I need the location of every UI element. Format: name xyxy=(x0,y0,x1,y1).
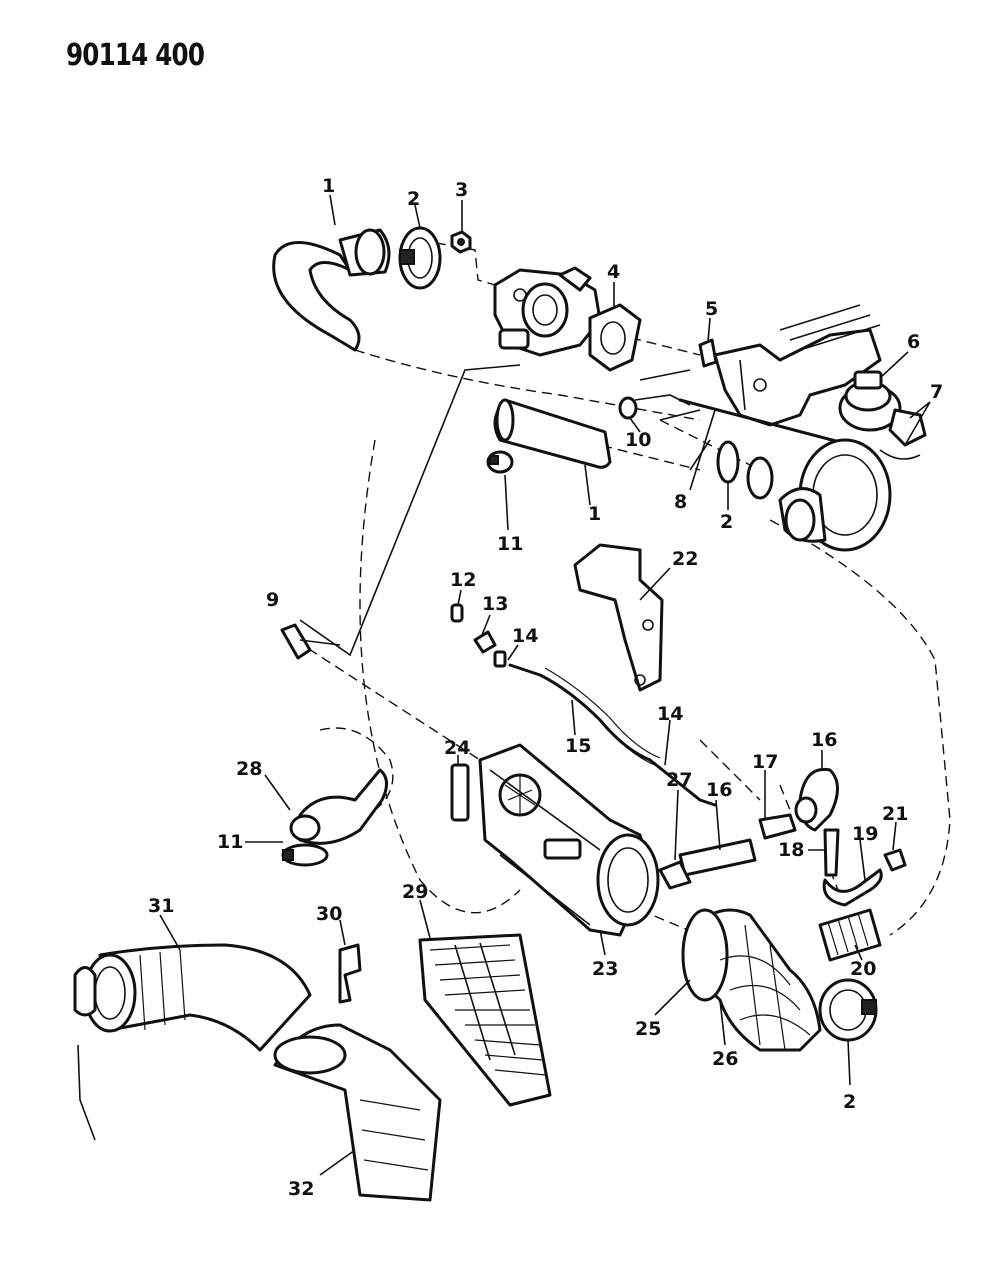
callout-23: 23 xyxy=(592,958,618,980)
callout-2c: 2 xyxy=(843,1091,856,1113)
hose-elbow xyxy=(281,768,388,867)
vacuum-motor xyxy=(838,370,927,460)
callout-15: 15 xyxy=(565,735,591,757)
leader-9 xyxy=(299,364,521,657)
callout-1: 1 xyxy=(322,175,335,197)
callout-2b: 2 xyxy=(720,511,733,533)
callout-8: 8 xyxy=(674,491,687,513)
clamp-lid xyxy=(689,439,774,500)
clamp-small xyxy=(486,450,514,474)
air-cleaner-housing xyxy=(478,743,660,937)
callout-3: 3 xyxy=(455,179,468,201)
grommet xyxy=(618,369,701,421)
air-snorkel xyxy=(273,1023,442,1202)
callout-5: 5 xyxy=(705,298,718,320)
callout-25: 25 xyxy=(635,1018,661,1040)
callout-12: 12 xyxy=(450,569,476,591)
callout-28: 28 xyxy=(236,758,262,780)
hose-lower xyxy=(493,398,612,469)
callout-10: 10 xyxy=(625,429,651,451)
callout-32: 32 xyxy=(288,1178,314,1200)
heat-tube xyxy=(508,663,717,807)
clamp-upper xyxy=(398,226,442,290)
callout-14b: 14 xyxy=(657,703,683,725)
callout-11: 11 xyxy=(497,533,523,555)
callout-9: 9 xyxy=(266,589,279,611)
document-id: 90114 400 xyxy=(66,38,205,73)
callout-30: 30 xyxy=(316,903,342,925)
callout-27: 27 xyxy=(666,769,692,791)
callout-1b: 1 xyxy=(588,503,601,525)
duct-clip xyxy=(338,943,362,1004)
clamp-large xyxy=(818,978,878,1042)
clip xyxy=(883,848,907,872)
rod-clip xyxy=(280,623,341,660)
callout-19: 19 xyxy=(852,823,878,845)
callout-20: 20 xyxy=(850,958,876,980)
callout-16b: 16 xyxy=(706,779,732,801)
mount-bracket xyxy=(573,543,664,692)
callout-7: 7 xyxy=(930,381,943,403)
callout-2: 2 xyxy=(407,188,420,210)
hose-upper xyxy=(272,228,391,352)
nut xyxy=(450,230,472,254)
callout-14: 14 xyxy=(512,625,538,647)
callout-31: 31 xyxy=(148,895,174,917)
vacuum-hoses xyxy=(658,767,839,890)
filter-pad xyxy=(450,763,470,822)
callout-labels: 1 2 3 4 5 6 7 10 1 8 2 11 22 9 12 13 14 … xyxy=(148,175,943,1200)
air-duct xyxy=(73,943,312,1141)
callout-13: 13 xyxy=(482,593,508,615)
callout-24: 24 xyxy=(444,737,470,759)
callout-11b: 11 xyxy=(217,831,243,853)
callout-21: 21 xyxy=(882,803,908,825)
intake-manifold xyxy=(713,304,882,427)
sensor-fittings xyxy=(450,603,507,668)
throttle-gasket xyxy=(588,303,642,372)
callout-6: 6 xyxy=(907,331,920,353)
air-cleaner-lid xyxy=(778,438,892,552)
throttle-body xyxy=(493,266,602,357)
callout-29: 29 xyxy=(402,881,428,903)
assembly-lines xyxy=(294,239,951,936)
callout-18: 18 xyxy=(778,839,804,861)
callout-4: 4 xyxy=(607,261,620,283)
fitting-hose xyxy=(822,828,883,907)
air-filter xyxy=(418,933,552,1107)
leader-lines xyxy=(159,194,931,1176)
adapter-boot xyxy=(681,908,822,1052)
callout-17: 17 xyxy=(752,751,778,773)
callout-26: 26 xyxy=(712,1048,738,1070)
callout-22: 22 xyxy=(672,548,698,570)
spring-hose xyxy=(818,908,882,962)
stud xyxy=(698,338,718,368)
callout-16: 16 xyxy=(811,729,837,751)
